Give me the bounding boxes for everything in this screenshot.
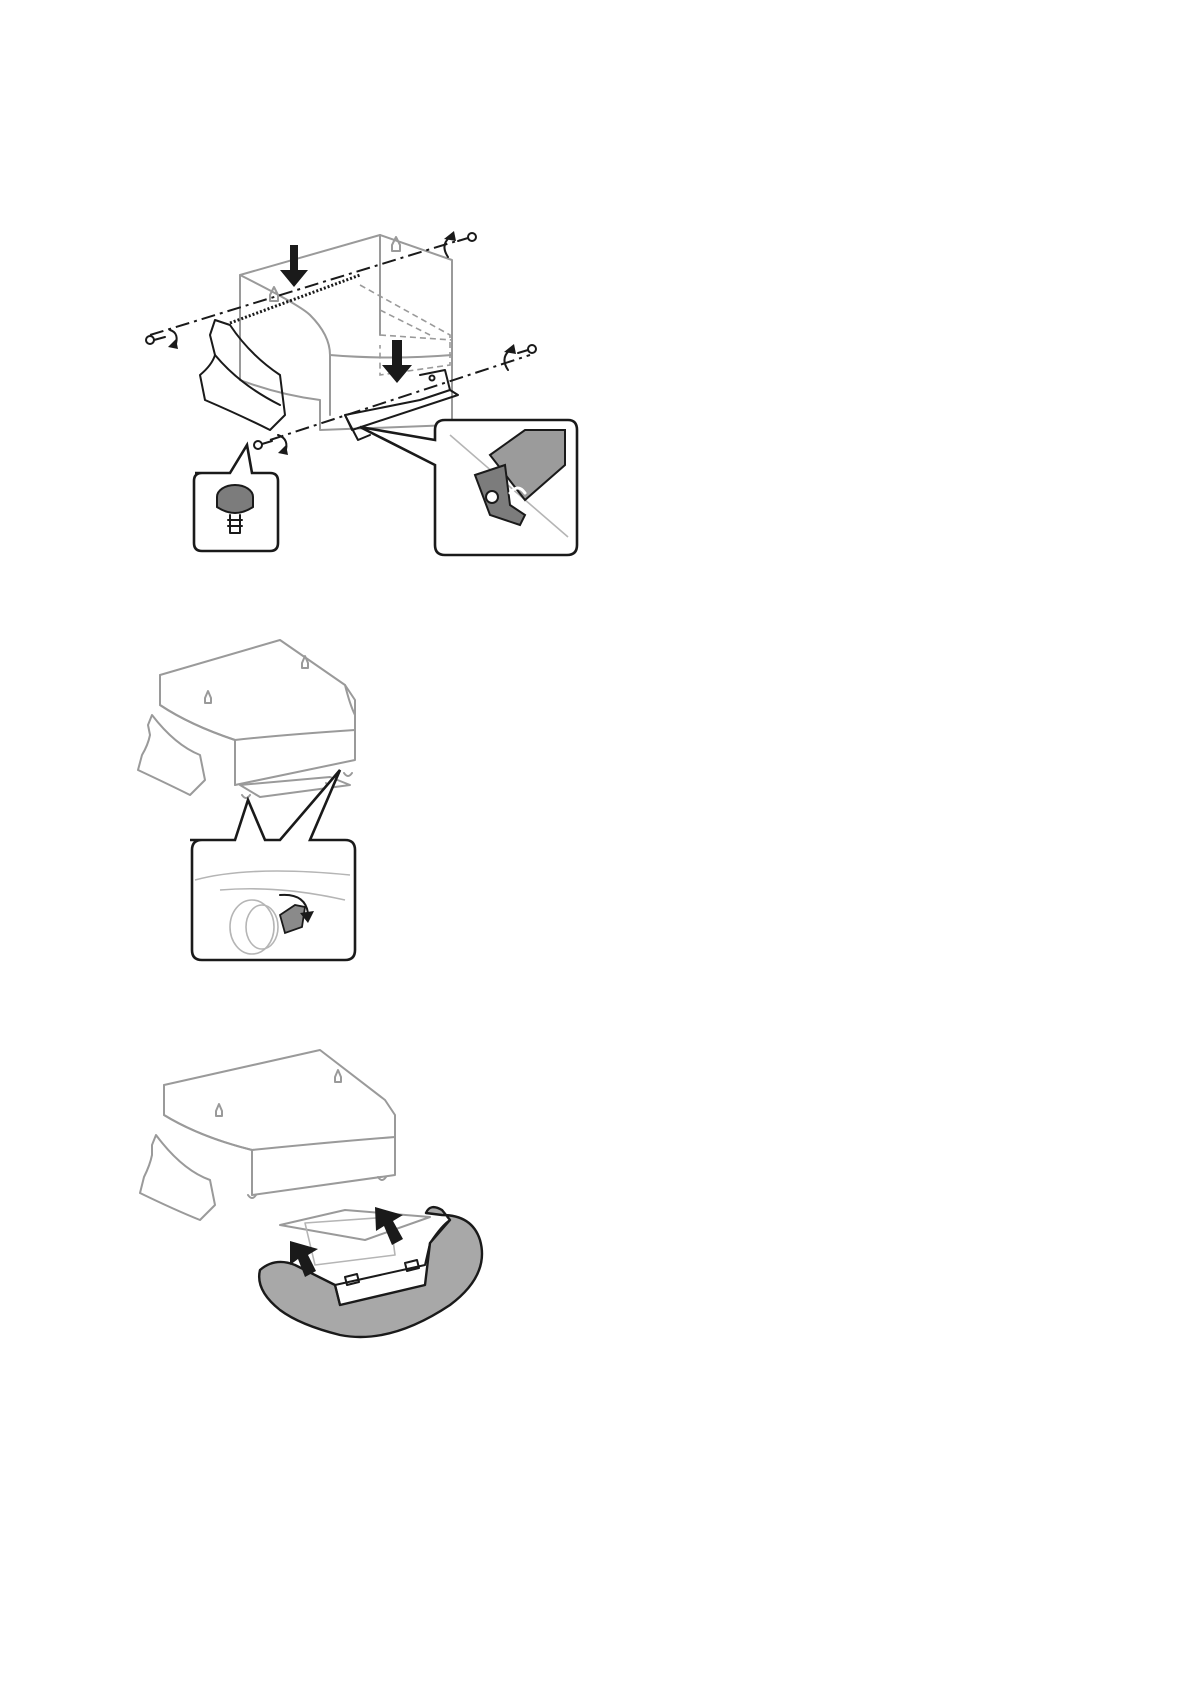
arrow-down-icon	[280, 245, 308, 287]
figure-attach-cabinet	[130, 215, 640, 600]
bracket-closeup-icon	[360, 420, 577, 555]
cabinet-icon	[138, 640, 355, 798]
screw-icon	[254, 435, 288, 455]
screw-icon	[444, 231, 476, 257]
thumbscrew-closeup-icon	[194, 445, 278, 551]
arrow-down-icon	[382, 340, 412, 383]
screw-icon	[504, 344, 536, 370]
arrow-up-icon	[375, 1207, 403, 1245]
figure-lock-casters	[130, 635, 400, 975]
cabinet-icon	[140, 1050, 430, 1265]
figure-attach-front-cover	[130, 1045, 530, 1335]
screw-icon	[146, 330, 178, 349]
side-handle-icon	[200, 320, 285, 430]
